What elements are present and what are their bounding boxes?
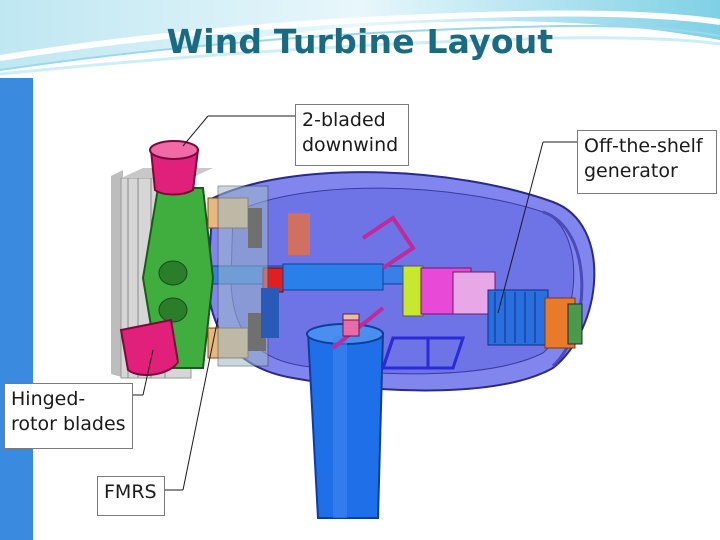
callout-hinged-line1: Hinged- xyxy=(11,388,86,410)
slide-title: Wind Turbine Layout xyxy=(166,22,554,61)
tower xyxy=(306,323,385,519)
callout-generator-line2: generator xyxy=(584,160,678,182)
blade-root-lower xyxy=(119,318,180,377)
callout-generator-line1: Off-the-shelf xyxy=(584,135,703,157)
slide-header: Wind Turbine Layout xyxy=(0,0,720,78)
leader-lines xyxy=(133,115,577,491)
callout-fmrs: FMRS xyxy=(97,476,165,516)
turbine-illustration xyxy=(111,115,596,519)
header-swoosh-graphic xyxy=(0,0,720,78)
callout-two-bladed-line2: downwind xyxy=(302,134,399,156)
support-frame xyxy=(380,336,466,370)
callout-off-the-shelf-generator: Off-the-shelf generator xyxy=(577,130,717,194)
gearbox xyxy=(402,265,496,317)
callout-hinged-rotor-blades: Hinged- rotor blades xyxy=(4,383,133,449)
blade-root-upper xyxy=(149,140,200,196)
callout-hinged-line2: rotor blades xyxy=(11,413,126,435)
callout-two-bladed-downwind: 2-bladed downwind xyxy=(295,104,409,166)
turbine-diagram: 2-bladed downwind Off-the-shelf generato… xyxy=(4,78,720,540)
yaw-stud xyxy=(342,313,360,337)
generator xyxy=(487,289,583,349)
callout-two-bladed-line1: 2-bladed xyxy=(302,109,386,131)
left-accent-bar xyxy=(0,78,33,540)
callout-fmrs-line1: FMRS xyxy=(104,481,157,503)
